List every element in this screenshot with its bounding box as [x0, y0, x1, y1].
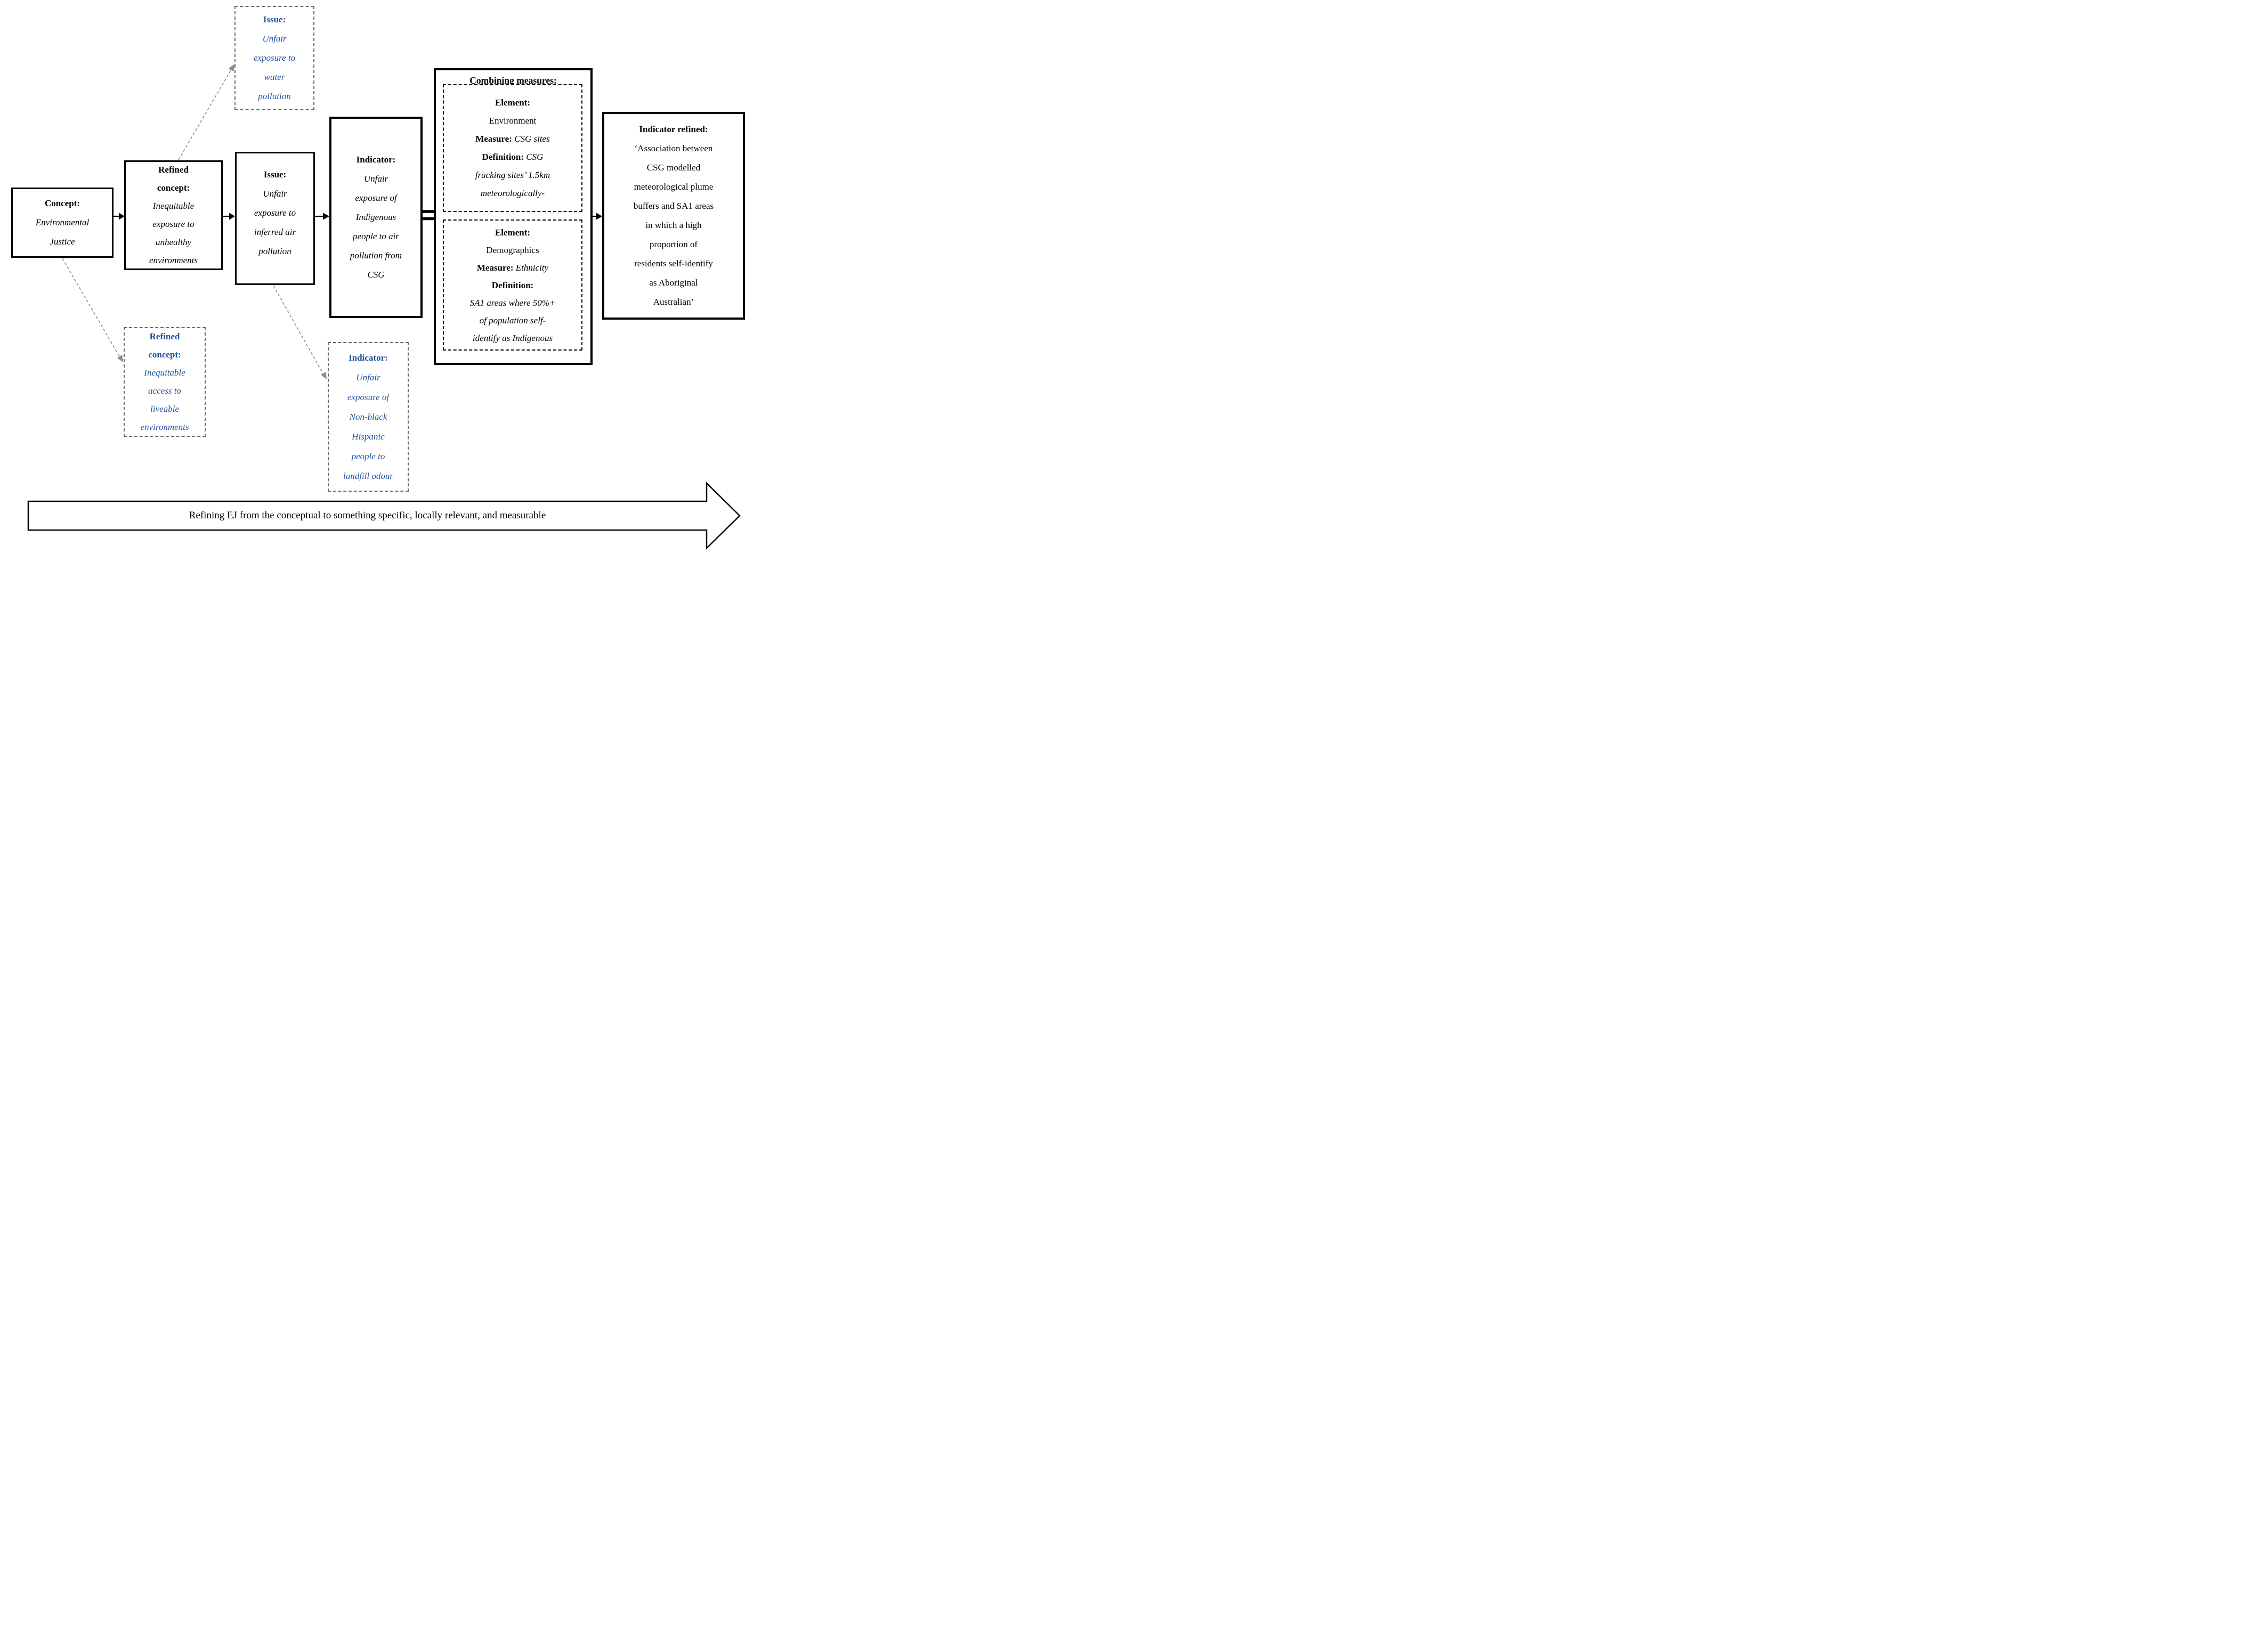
process-arrow	[27, 482, 741, 550]
indicator-text: pollution from	[350, 250, 402, 261]
indicator-text: exposure of	[355, 193, 397, 203]
alt-issue-label: Issue:	[263, 14, 286, 25]
indicator-refined-text: in which a high	[645, 220, 702, 230]
definition-value: SA1 areas where 50%+	[469, 297, 556, 308]
refined-concept-box: Refined concept: Inequitable exposure to…	[124, 160, 223, 270]
dashed-arrow-to-alt-indicator	[273, 285, 327, 379]
alt-issue-text: pollution	[258, 91, 291, 101]
definition-value: fracking sites’ 1.5km	[475, 170, 550, 180]
measure-line: Measure: CSG sites	[444, 130, 581, 148]
alt-issue-text: exposure to	[253, 53, 296, 63]
alt-indicator-text: Non-black	[349, 412, 387, 422]
concept-text: Environmental	[35, 217, 90, 227]
refined-concept-label: Refined	[158, 165, 189, 175]
definition-value: identify as Indigenous	[472, 332, 553, 343]
indicator-refined-text: as Aboriginal	[649, 278, 698, 288]
alt-indicator-text: exposure of	[347, 392, 390, 402]
issue-text: pollution	[258, 246, 291, 256]
issue-box: Issue: Unfair exposure to inferred air p…	[235, 152, 315, 285]
definition-value: of population self-	[479, 315, 546, 325]
issue-text: inferred air	[254, 227, 296, 237]
indicator-refined-text: Australian’	[653, 297, 694, 307]
alt-indicator-text: Unfair	[356, 372, 380, 383]
indicator-refined-text: proportion of	[649, 239, 698, 249]
alt-refined-concept-text: environments	[140, 422, 189, 432]
alt-issue-box: Issue: Unfair exposure to water pollutio…	[234, 6, 314, 110]
dashed-arrow-to-alt-issue	[178, 64, 234, 160]
issue-label: Issue:	[263, 169, 287, 180]
definition-value: meteorologically-	[480, 188, 545, 198]
alt-refined-concept-text: liveable	[150, 404, 179, 414]
refined-concept-text: unhealthy	[155, 237, 192, 247]
element-demographics-box: Element: Demographics Measure: Ethnicity…	[443, 219, 582, 351]
indicator-refined-text: ‘Association between	[634, 143, 713, 153]
definition-line: Definition: CSG	[444, 148, 581, 166]
definition-label: Definition:	[482, 152, 526, 162]
indicator-refined-text: meteorological plume	[634, 182, 714, 192]
alt-refined-concept-label: Refined	[149, 331, 180, 341]
alt-refined-concept-label: concept:	[148, 349, 181, 360]
alt-indicator-label: Indicator:	[349, 353, 388, 363]
arrow-combining-to-refined-indicator	[593, 213, 602, 220]
element-environment-box: Element: Environment Measure: CSG sites …	[443, 84, 582, 212]
arrow-concept-to-refined	[114, 213, 125, 220]
concept-box: Concept: Environmental Justice	[11, 188, 114, 258]
issue-text: exposure to	[254, 208, 296, 218]
indicator-text: CSG	[367, 270, 385, 280]
measure-value: CSG sites	[514, 134, 550, 144]
refined-concept-label: concept:	[157, 183, 190, 193]
concept-label: Concept:	[44, 198, 80, 208]
concept-text: Justice	[50, 237, 75, 247]
indicator-refined-text: CSG modelled	[646, 162, 701, 173]
double-line-indicator-to-combining	[423, 210, 434, 221]
alt-refined-concept-box: Refined concept: Inequitable access to l…	[124, 327, 206, 437]
definition-value: CSG	[526, 152, 544, 162]
arrow-issue-to-indicator	[315, 213, 329, 220]
definition-label: Definition:	[491, 280, 534, 290]
measure-label: Measure:	[475, 134, 515, 144]
indicator-text: people to air	[353, 231, 399, 241]
indicator-label: Indicator:	[356, 154, 396, 165]
alt-refined-concept-text: Inequitable	[144, 368, 185, 378]
refined-concept-text: environments	[149, 255, 198, 265]
element-label: Element:	[495, 97, 531, 108]
indicator-refined-label: Indicator refined:	[639, 124, 708, 134]
combining-measures-label: Combining measures:	[469, 75, 557, 86]
refined-concept-text: exposure to	[152, 219, 195, 229]
alt-refined-concept-text: access to	[148, 386, 181, 396]
element-value: Environment	[489, 116, 537, 126]
dashed-arrow-to-alt-refined-concept	[62, 258, 123, 362]
alt-issue-text: water	[264, 72, 285, 82]
indicator-box: Indicator: Unfair exposure of Indigenous…	[329, 117, 423, 318]
indicator-text: Indigenous	[355, 212, 396, 222]
combining-measures-box: Combining measures: Element: Environment…	[434, 68, 593, 365]
indicator-text: Unfair	[363, 174, 388, 184]
measure-label: Measure:	[476, 262, 516, 273]
ej-refinement-diagram: Concept: Environmental Justice Refined c…	[0, 0, 748, 551]
alt-issue-text: Unfair	[262, 34, 287, 44]
alt-indicator-text: landfill odour	[343, 471, 393, 481]
measure-value: Ethnicity	[515, 262, 549, 273]
refined-concept-text: Inequitable	[152, 201, 195, 211]
arrow-refined-to-issue	[223, 213, 235, 220]
element-value: Demographics	[486, 245, 539, 255]
process-arrow-label: Refining EJ from the conceptual to somet…	[189, 510, 546, 521]
measure-line: Measure: Ethnicity	[444, 259, 581, 276]
indicator-refined-text: residents self-identify	[634, 258, 713, 268]
alt-indicator-text: people to	[351, 451, 385, 461]
alt-indicator-text: Hispanic	[352, 432, 385, 442]
element-label: Element:	[495, 227, 531, 238]
indicator-refined-text: buffers and SA1 areas	[633, 201, 714, 211]
connector-layer	[27, 64, 741, 550]
indicator-refined-box: Indicator refined: ‘Association between …	[602, 112, 745, 320]
alt-indicator-box: Indicator: Unfair exposure of Non-black …	[328, 342, 409, 492]
issue-text: Unfair	[263, 189, 287, 199]
